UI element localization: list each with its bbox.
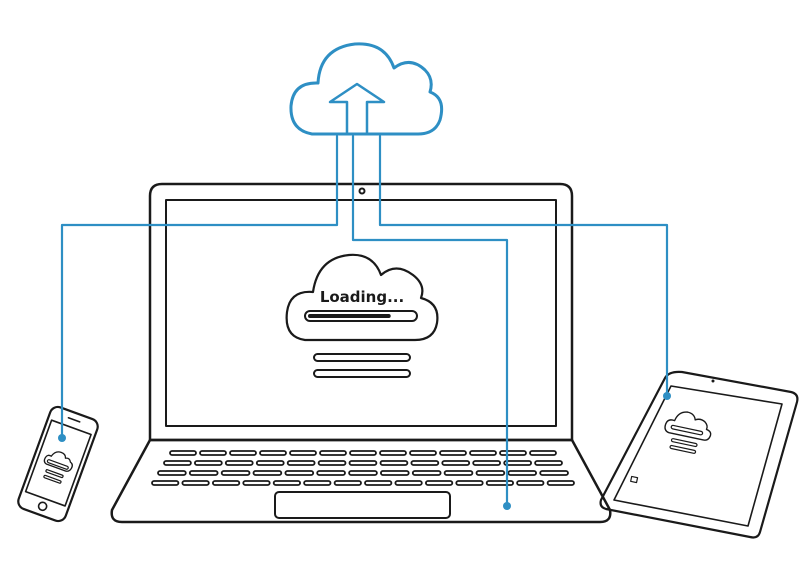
keyboard-key	[316, 470, 346, 476]
keyboard-key	[364, 480, 393, 486]
keyboard-key	[455, 480, 484, 486]
keyboard-key	[394, 480, 423, 486]
phone-screen	[24, 419, 92, 507]
phone-home-button	[37, 501, 48, 512]
keyboard-key	[469, 450, 497, 456]
tablet-camera	[711, 379, 715, 383]
cloud-upload-icon	[289, 42, 444, 136]
text-line-1	[313, 353, 411, 362]
keyboard-key	[503, 460, 533, 466]
laptop-keyboard	[151, 450, 575, 486]
tablet-text-line	[669, 444, 697, 454]
keyboard-key	[169, 450, 197, 456]
laptop-screen-content: Loading...	[285, 253, 439, 378]
keyboard-key	[410, 460, 440, 466]
keyboard-key	[441, 460, 471, 466]
keyboard-key	[529, 450, 557, 456]
tablet-cloud-icon	[664, 411, 712, 441]
keyboard-key	[289, 450, 317, 456]
keyboard-key	[255, 460, 285, 466]
upload-arrow-icon	[328, 82, 386, 136]
keyboard-key	[252, 470, 283, 476]
keyboard-key	[199, 450, 227, 456]
connection-lines	[58, 134, 671, 510]
tablet-screen	[613, 385, 783, 527]
phone-cloud-icon	[43, 451, 73, 472]
keyboard-key	[286, 460, 316, 466]
tablet-connection-dot	[663, 392, 671, 400]
keyboard-key	[424, 480, 454, 486]
keyboard-key	[188, 470, 219, 476]
phone-speaker	[67, 416, 81, 423]
keyboard-key	[284, 470, 315, 476]
keyboard-key	[499, 450, 527, 456]
keyboard-key	[443, 470, 474, 476]
keyboard-key	[409, 450, 437, 456]
keyboard-key	[224, 460, 254, 466]
keyboard-key	[472, 460, 502, 466]
phone-progress	[46, 459, 69, 470]
keyboard-key	[333, 480, 362, 486]
keyboard-key	[379, 470, 410, 476]
phone-body	[17, 405, 99, 523]
laptop-base	[110, 438, 612, 524]
laptop-lid	[148, 182, 574, 442]
keyboard-key	[272, 480, 302, 486]
keyboard-key	[229, 450, 257, 456]
tablet-side-button	[630, 475, 639, 484]
keyboard-key	[193, 460, 223, 466]
phone-connection-dot	[58, 434, 66, 442]
progress-fill	[308, 314, 391, 318]
keyboard-key	[211, 480, 241, 486]
keyboard-key	[439, 450, 467, 456]
keyboard-key	[379, 460, 409, 466]
keyboard-key	[475, 470, 506, 476]
keyboard-key	[507, 470, 537, 476]
laptop: Loading...	[110, 182, 612, 524]
keyboard-key	[163, 460, 192, 466]
tablet-text-line	[670, 438, 698, 448]
line-to-laptop	[351, 134, 509, 508]
phone-text-line	[43, 474, 62, 484]
line-to-phone	[60, 134, 339, 440]
laptop-trackpad	[274, 491, 451, 519]
keyboard-key	[220, 470, 251, 476]
keyboard-key	[349, 450, 377, 456]
keyboard-key	[411, 470, 442, 476]
tablet-screen-content	[664, 411, 712, 454]
smartphone	[17, 405, 99, 523]
keyboard-key	[539, 470, 569, 476]
tablet	[599, 370, 799, 539]
keyboard-key	[151, 480, 180, 486]
keyboard-key	[348, 460, 378, 466]
progress-track	[304, 310, 418, 322]
loading-text: Loading...	[320, 288, 404, 306]
laptop-connection-dot	[503, 502, 511, 510]
keyboard-key	[516, 480, 545, 486]
line-to-tablet	[378, 134, 669, 398]
text-line-2	[313, 369, 411, 378]
keyboard-key	[259, 450, 287, 456]
keyboard-key	[534, 460, 563, 466]
keyboard-key	[317, 460, 347, 466]
keyboard-key	[485, 480, 515, 486]
laptop-screen	[165, 199, 557, 427]
keyboard-key	[546, 480, 575, 486]
keyboard-key	[157, 470, 187, 476]
keyboard-key	[303, 480, 332, 486]
keyboard-key	[379, 450, 407, 456]
keyboard-key	[242, 480, 271, 486]
keyboard-key	[348, 470, 378, 476]
laptop-camera	[358, 187, 366, 195]
keyboard-key	[319, 450, 347, 456]
tablet-progress	[670, 424, 704, 436]
phone-text-line	[45, 469, 64, 479]
cloud-upload	[289, 42, 444, 136]
keyboard-key	[181, 480, 210, 486]
screen-cloud-icon	[285, 253, 439, 342]
